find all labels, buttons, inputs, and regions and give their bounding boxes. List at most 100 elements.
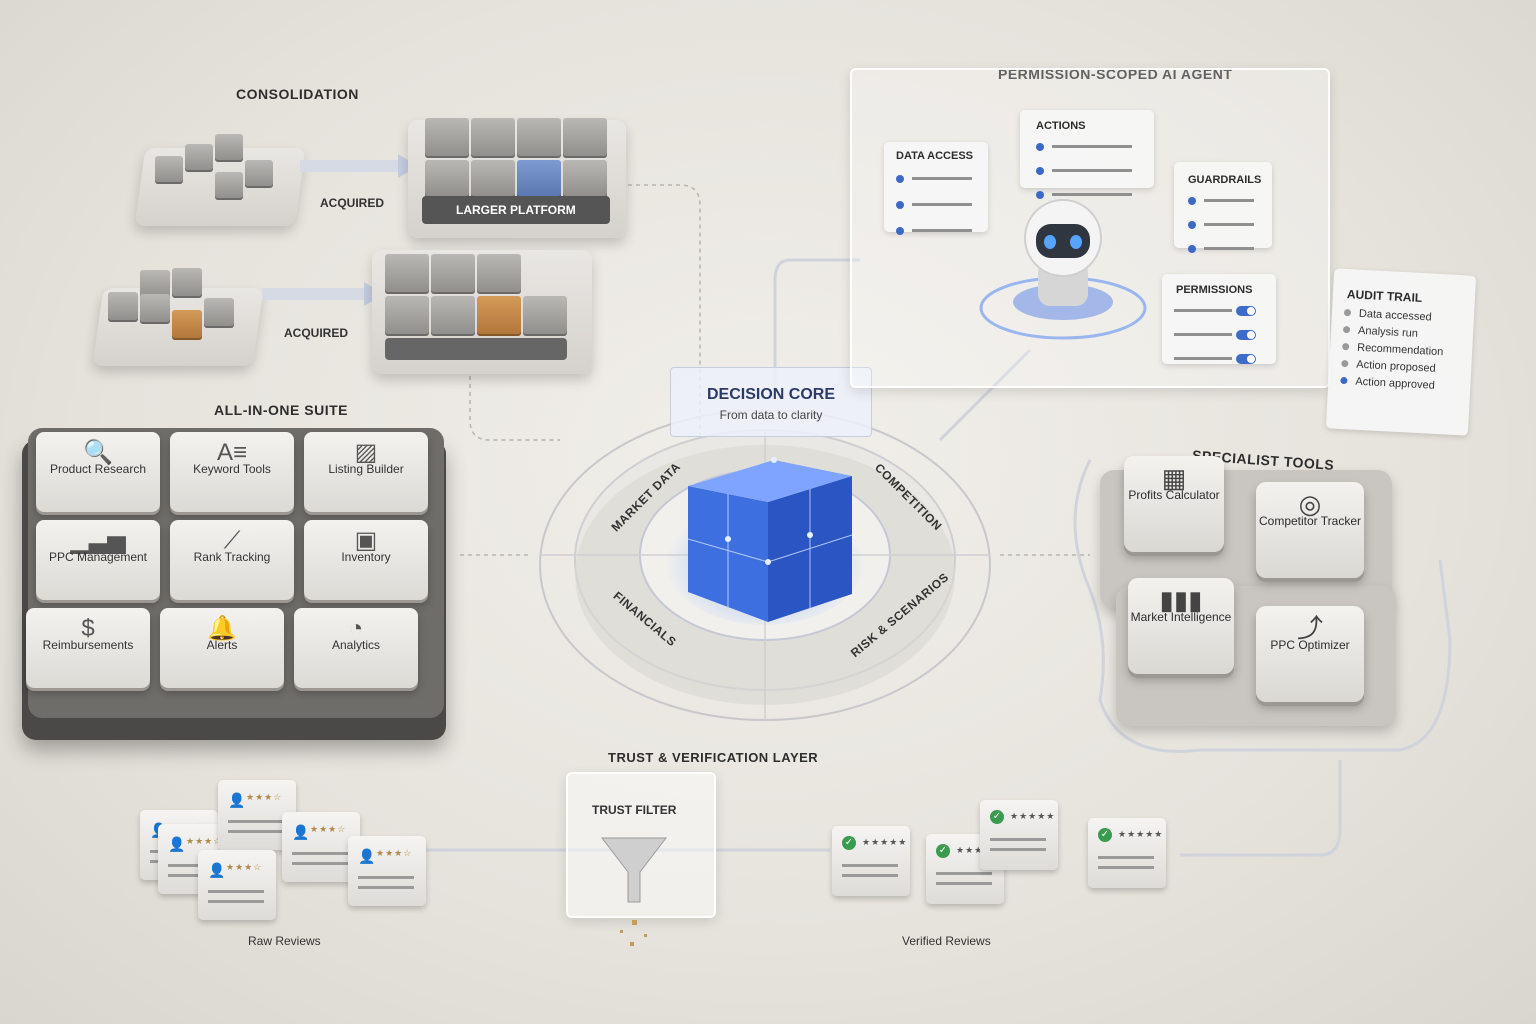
verified-reviews-label: Verified Reviews: [902, 934, 991, 948]
larger-platform-grid: [425, 118, 615, 208]
check-icon: [896, 175, 904, 183]
bar-chart-icon: ▮▮▮: [1159, 585, 1203, 615]
check-icon: ✓: [842, 836, 856, 850]
audit-item-label: Recommendation: [1356, 341, 1444, 359]
tool-profits-calculator[interactable]: ▦ Profits Calculator: [1124, 456, 1224, 552]
suite-tile-label: Reimbursements: [42, 638, 134, 652]
check-icon: ✓: [936, 844, 950, 858]
actions-card: ACTIONS: [1020, 110, 1154, 199]
data-access-label: DATA ACCESS: [896, 150, 973, 162]
consolidation-title: CONSOLIDATION: [236, 86, 359, 102]
line-chart-icon: ⟋: [223, 527, 241, 554]
dot-icon: [1342, 325, 1351, 334]
audit-trail-title: AUDIT TRAIL: [1346, 287, 1423, 306]
suite-tile[interactable]: ▨Listing Builder: [304, 432, 428, 512]
audit-item-label: Action approved: [1355, 375, 1436, 392]
user-icon: 👤: [228, 792, 246, 808]
suite-tile-label: Product Research: [49, 462, 147, 476]
suite-tile-label: Inventory: [341, 550, 391, 564]
audit-item: Data accessed: [1343, 307, 1474, 326]
audit-item-label: Data accessed: [1358, 307, 1432, 324]
suite-tile[interactable]: 🔔Alerts: [160, 608, 284, 688]
check-icon: ✓: [990, 810, 1004, 824]
tool-ppc-optimizer[interactable]: ⤴ PPC Optimizer: [1256, 606, 1364, 702]
decision-cube: [688, 457, 853, 622]
suite-tile[interactable]: 🔍Product Research: [36, 432, 160, 512]
dot-icon: [1342, 342, 1350, 351]
audit-item-label: Analysis run: [1357, 324, 1419, 340]
tool-market-intelligence[interactable]: ▮▮▮ Market Intelligence: [1128, 578, 1234, 674]
permission-toggle[interactable]: [1236, 305, 1257, 316]
user-icon: 👤: [208, 862, 226, 878]
check-icon: [896, 201, 904, 209]
suite-tile[interactable]: A≡Keyword Tools: [170, 432, 294, 512]
check-icon: ✓: [1098, 828, 1112, 842]
tool-label: Market Intelligence: [1130, 610, 1232, 624]
verified-review: ✓★★★★★: [832, 826, 910, 896]
bar-chart-icon: ▁▃▅: [70, 527, 126, 554]
mid-platform-grid: [385, 254, 575, 364]
suite-tile-label: Keyword Tools: [193, 462, 271, 476]
suite-tile[interactable]: ◔Analytics: [294, 608, 418, 688]
larger-platform-base: [422, 196, 610, 224]
suite-tile-label: Analytics: [331, 638, 381, 652]
decision-core-title: DECISION CORE: [706, 386, 835, 403]
suite-title: ALL-IN-ONE SUITE: [214, 402, 348, 418]
raw-reviews-label: Raw Reviews: [248, 934, 321, 948]
search-icon: 🔍: [83, 439, 113, 466]
acquired-arrow-1: [300, 154, 418, 178]
check-icon: [1188, 221, 1196, 229]
tool-label: PPC Optimizer: [1270, 638, 1350, 652]
acquired-label-2: ACQUIRED: [284, 326, 349, 340]
user-icon: 👤: [358, 848, 376, 864]
audit-item: Analysis run: [1342, 324, 1473, 343]
suite-tile[interactable]: $Reimbursements: [26, 608, 150, 688]
user-icon: 👤: [168, 836, 186, 852]
verified-review: ✓★★★★★: [1088, 818, 1166, 888]
guardrails-label: GUARDRAILS: [1188, 174, 1262, 186]
audit-item: Action approved: [1340, 375, 1470, 394]
suite-tile[interactable]: ▣Inventory: [304, 520, 428, 600]
decision-core-subtitle: From data to clarity: [719, 408, 823, 422]
dollar-icon: $: [81, 615, 95, 642]
tool-label: Competitor Tracker: [1258, 514, 1362, 528]
calculator-icon: ▦: [1161, 463, 1187, 493]
suite-tile[interactable]: ▁▃▅PPC Management: [36, 520, 160, 600]
dot-icon: [1341, 359, 1349, 368]
raw-review: 👤★★★☆: [348, 836, 426, 906]
suite-tile[interactable]: ⟋Rank Tracking: [170, 520, 294, 600]
audit-item: Action proposed: [1341, 358, 1471, 377]
small-company-blocks-2: [108, 268, 238, 348]
decision-core-label: DECISION CORE From data to clarity: [670, 367, 872, 437]
keyword-icon: A≡: [216, 439, 247, 466]
suite-tile-label: PPC Management: [48, 550, 148, 564]
dot-icon: [1343, 308, 1352, 317]
check-icon: [896, 227, 904, 235]
tool-competitor-tracker[interactable]: ◎ Competitor Tracker: [1256, 482, 1364, 578]
trust-title: TRUST & VERIFICATION LAYER: [608, 750, 819, 765]
image-icon: ▨: [354, 439, 378, 466]
suite-tile-label: Rank Tracking: [193, 550, 271, 564]
check-icon: [1188, 197, 1196, 205]
guardrails-card: GUARDRAILS: [1174, 162, 1272, 253]
tool-label: Profits Calculator: [1128, 488, 1220, 502]
check-icon: [1036, 143, 1044, 151]
check-icon: [1036, 167, 1044, 175]
user-icon: 👤: [292, 824, 310, 840]
bell-icon: 🔔: [207, 615, 237, 642]
acquired-arrow-2: [262, 282, 384, 306]
agent-title: PERMISSION-SCOPED AI AGENT: [998, 66, 1233, 82]
trust-filter-label: TRUST FILTER: [592, 803, 677, 817]
box-icon: ▣: [354, 527, 378, 554]
verified-review: ✓★★★★★: [980, 800, 1058, 870]
pie-chart-icon: ◔: [348, 615, 364, 642]
raw-review: 👤★★★☆: [198, 850, 276, 920]
permission-toggle[interactable]: [1236, 353, 1257, 364]
audit-item-label: Action proposed: [1355, 358, 1436, 375]
robot-icon: [979, 199, 1147, 340]
check-icon: [1036, 191, 1044, 199]
permission-toggle[interactable]: [1236, 329, 1257, 340]
